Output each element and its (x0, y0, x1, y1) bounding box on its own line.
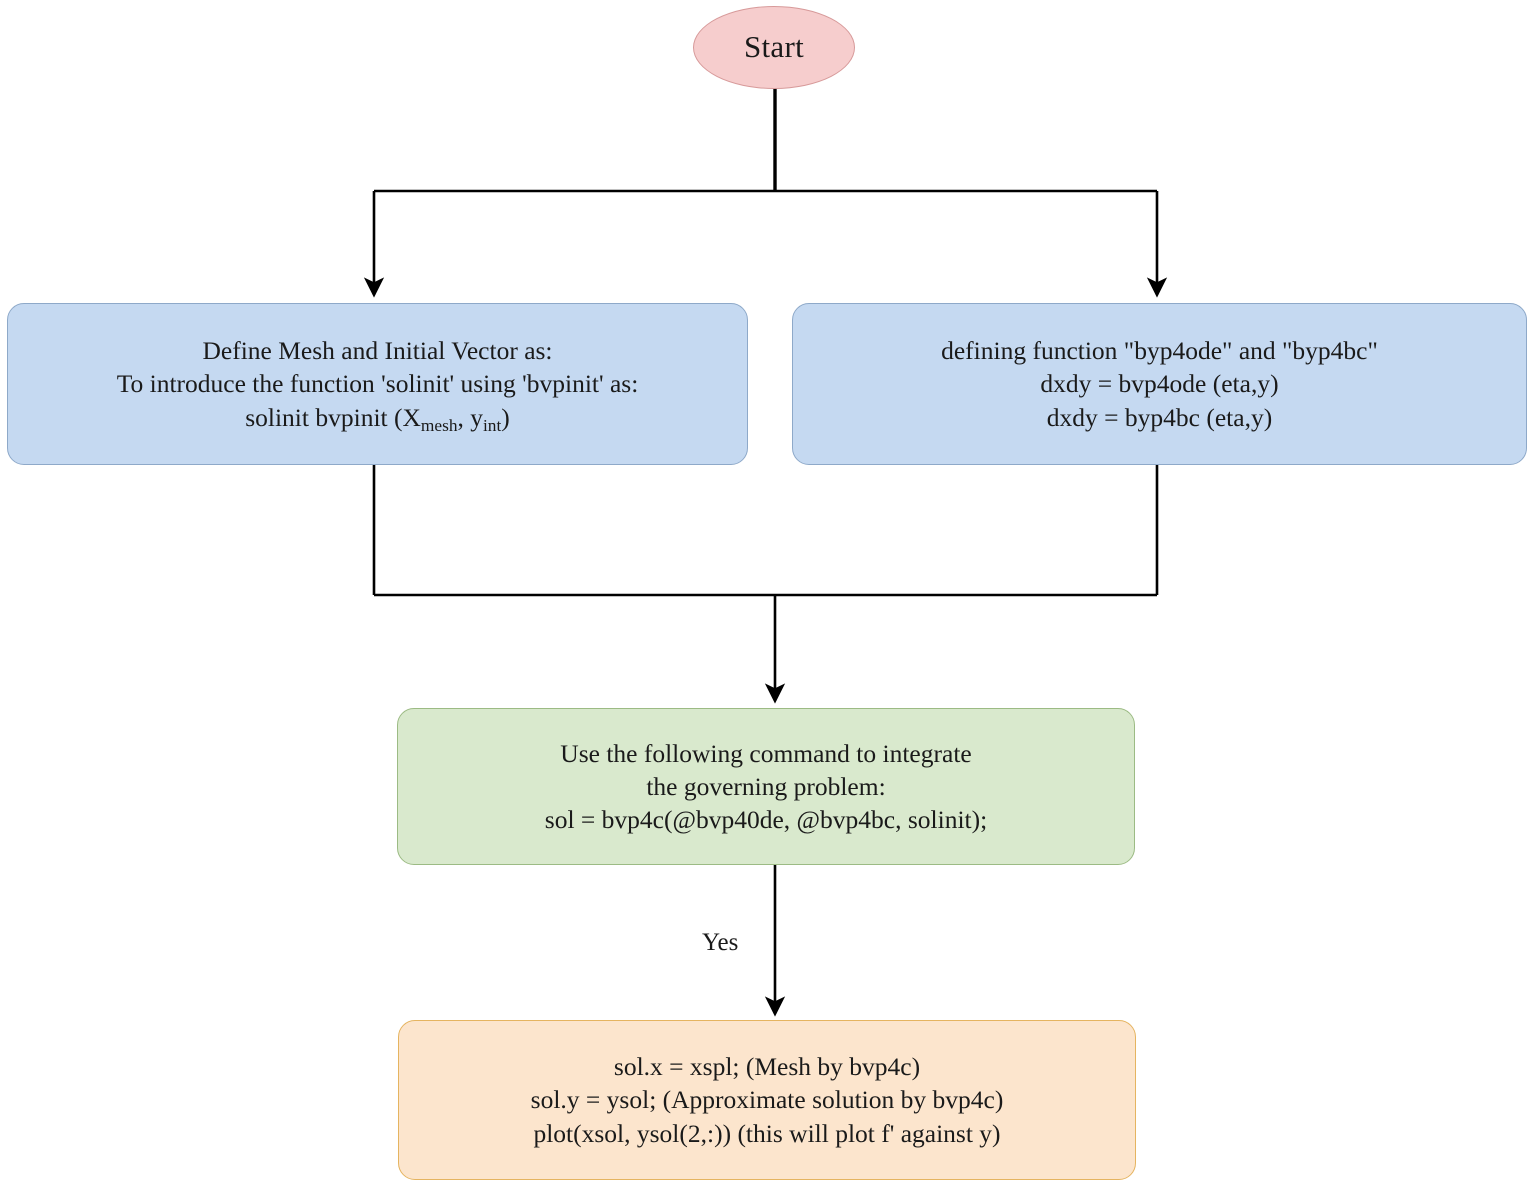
integrate-line-2: the governing problem: (646, 771, 886, 801)
edge-label-yes: Yes (702, 929, 739, 956)
defining-function-line-2: dxdy = bvp4ode (eta,y) (1040, 369, 1279, 399)
define-mesh-line-3-post: ) (501, 402, 510, 432)
node-start-label: Start (743, 29, 805, 65)
define-mesh-line-2: To introduce the function 'solinit' usin… (116, 369, 639, 399)
node-defining-function-box[interactable]: defining function "byp4ode" and "byp4bc"… (792, 303, 1527, 465)
output-line-3: plot(xsol, ysol(2,:)) (this will plot f'… (533, 1118, 1001, 1148)
integrate-line-1: Use the following command to integrate (560, 738, 972, 768)
node-define-mesh-box[interactable]: Define Mesh and Initial Vector as: To in… (7, 303, 748, 465)
define-mesh-line-1: Define Mesh and Initial Vector as: (202, 336, 553, 366)
output-line-1: sol.x = xspl; (Mesh by bvp4c) (613, 1052, 921, 1082)
define-mesh-subscript-mesh: mesh (420, 415, 458, 435)
integrate-line-3: sol = bvp4c(@bvp40de, @bvp4bc, solinit); (544, 805, 988, 835)
define-mesh-line-3: solinit bvpinit (Xmesh, yint) (245, 401, 510, 434)
defining-function-line-3: dxdy = byp4bc (eta,y) (1046, 402, 1273, 432)
node-integrate-command-box[interactable]: Use the following command to integrate t… (397, 708, 1135, 865)
output-line-2: sol.y = ysol; (Approximate solution by b… (530, 1085, 1004, 1115)
node-output-box[interactable]: sol.x = xspl; (Mesh by bvp4c) sol.y = ys… (398, 1020, 1136, 1180)
define-mesh-line-3-pre: solinit bvpinit (X (245, 402, 421, 432)
define-mesh-line-3-mid: , y (457, 402, 483, 432)
node-start[interactable]: Start (693, 6, 855, 89)
define-mesh-subscript-int: int (482, 415, 502, 435)
defining-function-line-1: defining function "byp4ode" and "byp4bc" (941, 336, 1378, 366)
